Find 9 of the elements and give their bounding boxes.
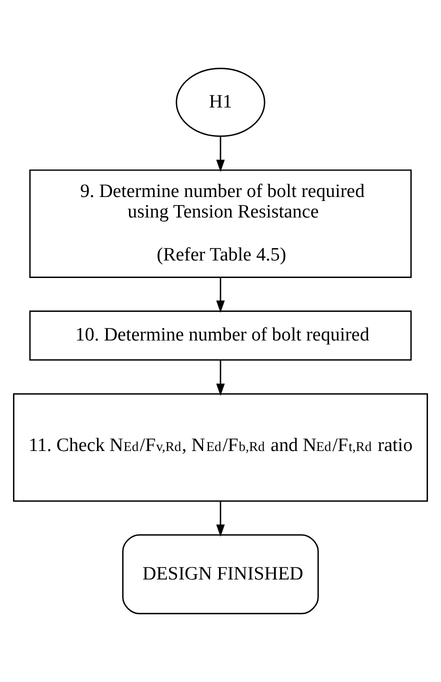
arrow <box>216 360 225 396</box>
node-box: 11. Check NEd/Fv,Rd, NEd/Fb,Rd and NEd/Ft,Rd ratio <box>13 393 428 502</box>
arrow <box>216 278 225 313</box>
node-box: DESIGN FINISHED <box>122 534 319 614</box>
node-ellipse: H1 <box>176 68 266 137</box>
arrow <box>216 136 225 172</box>
node-box: 9. Determine number of bolt required using Tension Resistance (Refer Table 4.5) <box>29 169 412 278</box>
node-box: 10. Determine number of bolt required <box>29 310 412 361</box>
arrow <box>216 501 225 537</box>
